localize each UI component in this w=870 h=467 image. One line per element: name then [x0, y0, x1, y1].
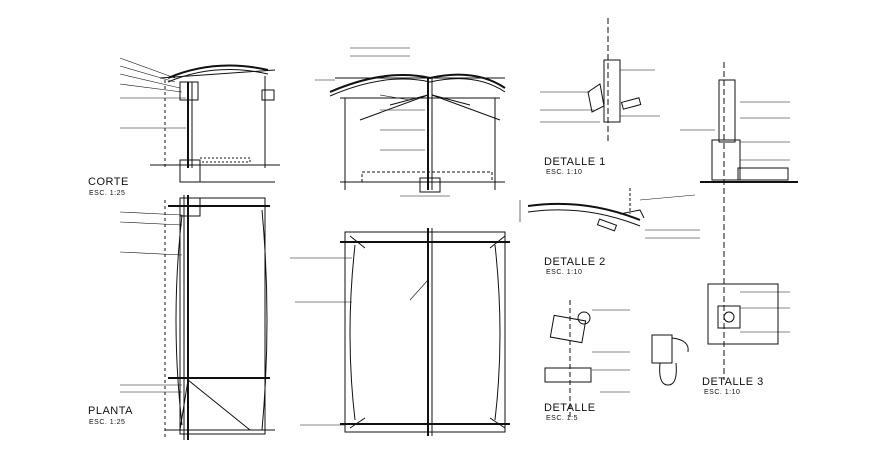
detalle-2-title: DETALLE 2 [544, 256, 606, 268]
detalle-3-scale: ESC. 1:10 [704, 389, 741, 396]
detalle-1-title: DETALLE 1 [544, 156, 606, 168]
corte-footing [180, 160, 200, 182]
corte-bracket-right [262, 90, 274, 100]
corte-scale: ESC. 1:25 [89, 190, 126, 197]
detalle-drawing [545, 300, 688, 420]
detalle-2-scale: ESC. 1:10 [546, 269, 583, 276]
plan-middle-drawing [290, 228, 510, 436]
detalle-1-drawing [540, 18, 660, 142]
planta-plan-drawing [120, 195, 275, 440]
planta-title: PLANTA [88, 405, 133, 417]
detalle-2-drawing [520, 188, 700, 238]
detalle-3-title: DETALLE 3 [702, 376, 764, 388]
detalle-scale: ESC. 1:5 [546, 415, 579, 422]
planta-scale: ESC. 1:25 [89, 419, 126, 426]
detalle-title: DETALLE [544, 402, 596, 414]
corte-section-drawing [120, 58, 280, 182]
corte-title: CORTE [88, 176, 129, 188]
elevation-front-drawing [315, 48, 505, 196]
detalle-3-drawing [680, 62, 798, 380]
detalle-1-scale: ESC. 1:10 [546, 169, 583, 176]
detalle-clamp [652, 335, 672, 363]
